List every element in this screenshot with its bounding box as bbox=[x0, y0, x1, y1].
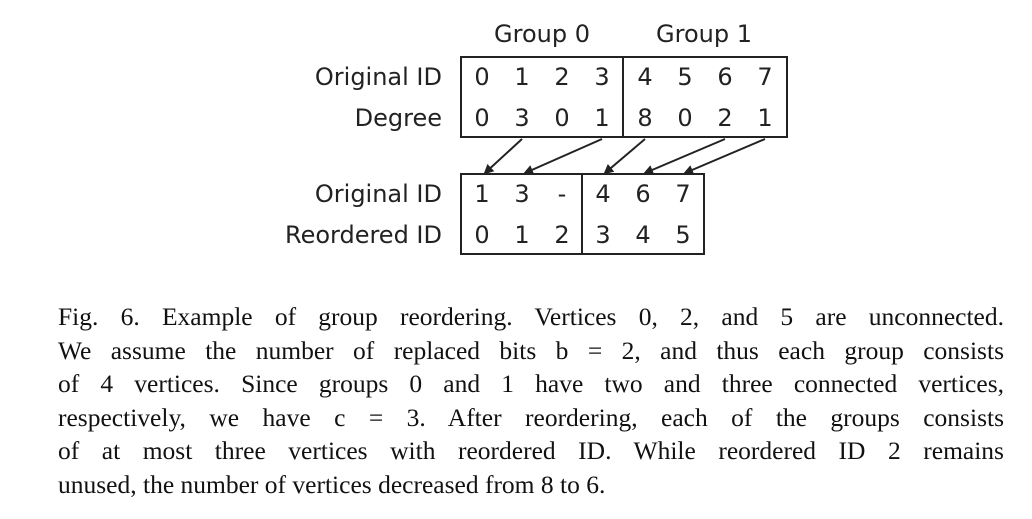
group-title-0: Group 0 bbox=[494, 20, 590, 48]
top-original-id-cell: 0 bbox=[474, 63, 490, 91]
bottom-reordered-id-cell: 1 bbox=[514, 221, 530, 249]
top-original-id-cell: 1 bbox=[514, 63, 530, 91]
top-degree-cell: 2 bbox=[717, 104, 733, 132]
caption-line: unused, the number of vertices decreased… bbox=[58, 469, 606, 499]
bottom-original-id-cell: - bbox=[557, 180, 567, 208]
top-degree-cell: 1 bbox=[757, 104, 773, 132]
bottom-original-id-cell: 1 bbox=[474, 180, 490, 208]
caption-line: of at most three vertices with reordered… bbox=[58, 436, 1004, 465]
bottom-reordered-id-cell: 0 bbox=[474, 221, 490, 249]
bottom-row-label-original-id: Original ID bbox=[314, 180, 442, 208]
bottom-reordered-id-cell: 4 bbox=[635, 221, 651, 249]
caption-line: Fig. 6. Example of group reordering. Ver… bbox=[58, 302, 1004, 331]
bottom-table-group-divider bbox=[581, 173, 583, 255]
top-degree-cell: 0 bbox=[554, 104, 570, 132]
arrow-3 bbox=[523, 138, 603, 175]
caption-line: We assume the number of replaced bits b … bbox=[58, 335, 1004, 365]
top-row-label-degree: Degree bbox=[354, 104, 442, 132]
bottom-reordered-id-cell: 3 bbox=[595, 221, 611, 249]
caption-line: of 4 vertices. Since groups 0 and 1 have… bbox=[58, 369, 1004, 398]
arrow-6 bbox=[643, 138, 726, 175]
top-original-id-cell: 4 bbox=[637, 63, 653, 91]
group-title-1: Group 1 bbox=[656, 20, 752, 48]
top-original-id-cell: 7 bbox=[757, 63, 773, 91]
top-original-id-cell: 6 bbox=[717, 63, 733, 91]
arrow-4 bbox=[603, 138, 646, 175]
top-row-label-original-id: Original ID bbox=[314, 63, 442, 91]
top-degree-cell: 0 bbox=[677, 104, 693, 132]
top-original-id-cell: 3 bbox=[594, 63, 610, 91]
bottom-original-id-cell: 7 bbox=[675, 180, 691, 208]
arrow-7 bbox=[683, 138, 766, 175]
bottom-original-id-cell: 6 bbox=[635, 180, 651, 208]
top-degree-cell: 8 bbox=[637, 104, 653, 132]
bottom-row-label-reordered-id: Reordered ID bbox=[284, 221, 442, 249]
caption-line: respectively, we have c = 3. After reord… bbox=[58, 402, 1004, 432]
arrow-1 bbox=[483, 138, 523, 175]
top-table-box bbox=[460, 56, 788, 138]
top-original-id-cell: 2 bbox=[554, 63, 570, 91]
bottom-reordered-id-cell: 5 bbox=[675, 221, 691, 249]
bottom-original-id-cell: 4 bbox=[595, 180, 611, 208]
top-degree-cell: 3 bbox=[514, 104, 530, 132]
top-original-id-cell: 5 bbox=[677, 63, 693, 91]
top-degree-cell: 1 bbox=[594, 104, 610, 132]
top-table-group-divider bbox=[622, 56, 624, 138]
figure-caption: Fig. 6. Example of group reordering. Ver… bbox=[58, 300, 1004, 501]
bottom-original-id-cell: 3 bbox=[514, 180, 530, 208]
top-degree-cell: 0 bbox=[474, 104, 490, 132]
bottom-reordered-id-cell: 2 bbox=[554, 221, 570, 249]
